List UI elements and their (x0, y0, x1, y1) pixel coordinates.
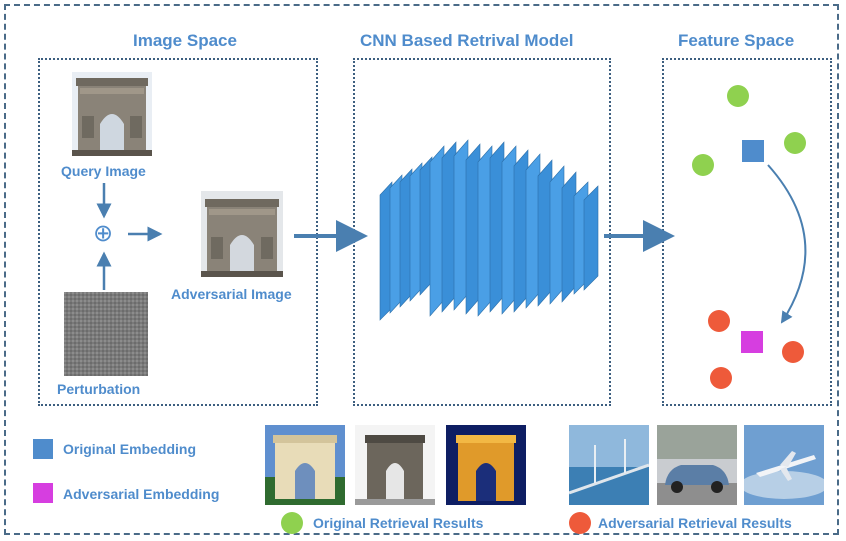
perturbation-label: Perturbation (57, 381, 141, 397)
original-result-point (692, 154, 714, 176)
diagram-frame (4, 4, 839, 535)
original-result-point (727, 85, 749, 107)
adversarial-embedding-legend-label: Adversarial Embedding (63, 486, 220, 502)
feature-space-title: Feature Space (678, 31, 795, 50)
original-embedding-legend-label: Original Embedding (63, 441, 197, 457)
cnn-model-title: CNN Based Retrival Model (360, 31, 574, 50)
perturbation-image (64, 292, 148, 376)
image-space-title: Image Space (133, 31, 237, 50)
adversarial-image-label: Adversarial Image (171, 286, 292, 302)
original-embedding-legend-swatch (33, 439, 53, 459)
embedding-shift-arrow (767, 164, 807, 324)
original-result-point (784, 132, 806, 154)
adversarial-results-legend-label: Adversarial Retrieval Results (598, 515, 792, 531)
adversarial-embedding-legend-swatch (33, 483, 53, 503)
adversarial-result-photo-plane (744, 425, 824, 505)
adversarial-image (201, 191, 283, 277)
adversarial-result-photo-bridge (569, 425, 649, 505)
original-results-legend-label: Original Retrieval Results (313, 515, 484, 531)
adversarial-result-point (710, 367, 732, 389)
original-result-photo-1 (265, 425, 345, 505)
adversarial-result-photo-car (657, 425, 737, 505)
original-embedding-point (742, 140, 764, 162)
adversarial-embedding-point (741, 331, 763, 353)
adversarial-result-point (708, 310, 730, 332)
original-results-legend-dot (281, 512, 303, 534)
original-result-photo-2 (355, 425, 435, 505)
query-image-label: Query Image (61, 163, 146, 179)
image-space-panel (38, 58, 318, 406)
adversarial-result-point (782, 341, 804, 363)
query-image (72, 72, 152, 156)
add-operator-icon: ⊕ (93, 219, 114, 247)
cnn-layers (379, 139, 599, 321)
original-result-photo-3 (446, 425, 526, 505)
adversarial-results-legend-dot (569, 512, 591, 534)
